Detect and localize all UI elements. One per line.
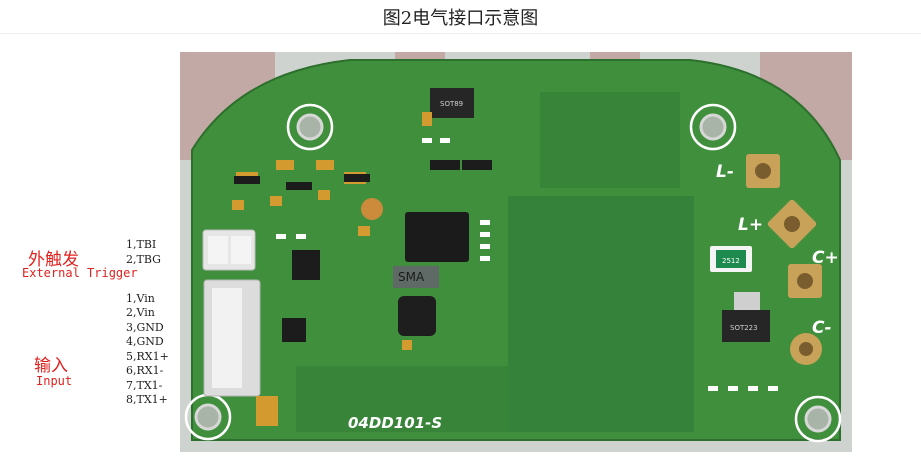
input-pin-8: 8,TX1+ <box>126 393 168 406</box>
pad-C-minus <box>790 333 822 365</box>
mounting-hole-br <box>794 395 842 443</box>
board-model: 04DD101-S <box>348 414 442 432</box>
chip-sot89 <box>430 88 474 118</box>
pad-label-C-plus: C+ <box>812 248 839 268</box>
input-label-cn: 输入 <box>34 356 68 376</box>
pad-label-C-minus: C- <box>812 318 832 338</box>
ground-pour-top <box>540 92 680 188</box>
chip-sma <box>393 266 439 288</box>
ground-pour-bottom <box>296 366 508 432</box>
mounting-hole-tr <box>689 103 737 151</box>
corner-top-right <box>760 52 852 160</box>
ic-main <box>405 212 469 262</box>
input-label-en: Input <box>36 374 73 388</box>
input-pin-5: 5,RX1+ <box>126 350 169 363</box>
figure-caption: 图2电气接口示意图 <box>382 8 539 29</box>
pad-label-L-minus: L- <box>716 162 734 182</box>
mounting-hole-tl <box>286 103 334 151</box>
input-pin-1: 1,Vin <box>126 292 155 305</box>
input-pin-3: 3,GND <box>126 321 164 334</box>
inductor <box>398 296 436 336</box>
input-pin-6: 6,RX1- <box>126 364 164 377</box>
chip-sot89-label: SOT89 <box>440 100 463 108</box>
chip-sma-label: SMA <box>398 270 425 284</box>
bottom-connector <box>256 396 278 426</box>
caption-divider <box>0 33 921 34</box>
trigger-label-cn: 外触发 <box>28 250 79 270</box>
white-passives <box>276 138 778 391</box>
ic-small <box>292 250 320 280</box>
led <box>361 198 383 220</box>
input-pin-2: 2,Vin <box>126 306 155 319</box>
resistor-label: 2512 <box>722 257 740 265</box>
pad-C-plus <box>788 264 822 298</box>
pad-L-minus <box>746 154 780 188</box>
ground-pour-main <box>508 196 694 432</box>
chip-sot223 <box>722 310 770 342</box>
pad-label-L-plus: L+ <box>738 215 763 235</box>
pad-L-plus <box>767 199 817 249</box>
trigger-label-en: External Trigger <box>22 266 138 280</box>
trigger-pin-2: 2,TBG <box>126 253 161 266</box>
input-pin-7: 7,TX1- <box>126 379 163 392</box>
input-pin-4: 4,GND <box>126 335 164 348</box>
chip-sot223-label: SOT223 <box>730 324 758 332</box>
trigger-pin-1: 1,TBI <box>126 238 157 251</box>
